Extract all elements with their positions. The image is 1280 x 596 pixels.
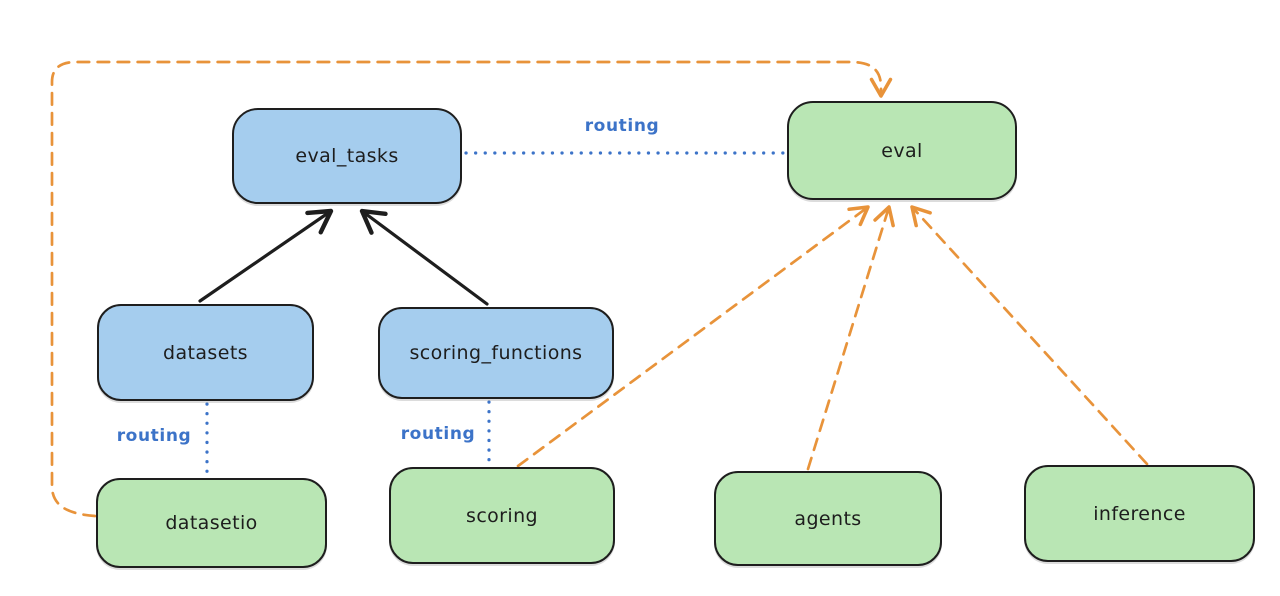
edge-agents-to-eval bbox=[806, 205, 895, 471]
node-eval: eval bbox=[787, 101, 1017, 200]
node-eval-tasks: eval_tasks bbox=[232, 108, 462, 204]
node-scoring-functions-label: scoring_functions bbox=[409, 342, 583, 364]
node-inference: inference bbox=[1024, 465, 1255, 562]
node-scoring-label: scoring bbox=[466, 504, 538, 527]
edge-label-routing-eval-tasks-eval: routing bbox=[584, 116, 660, 136]
node-inference-label: inference bbox=[1093, 502, 1186, 525]
node-datasets-label: datasets bbox=[163, 341, 248, 364]
edge-datasetio-to-eval bbox=[50, 60, 893, 518]
edge-scoring-functions-to-eval-tasks bbox=[359, 208, 489, 306]
node-scoring: scoring bbox=[389, 467, 615, 564]
node-eval-label: eval bbox=[881, 139, 923, 162]
edge-datasets-to-eval-tasks bbox=[198, 208, 334, 303]
node-scoring-functions: scoring_functions bbox=[378, 307, 614, 399]
node-agents-label: agents bbox=[794, 507, 862, 530]
node-agents: agents bbox=[714, 471, 942, 566]
edge-label-routing-datasets-datasetio: routing bbox=[116, 426, 192, 446]
node-datasets: datasets bbox=[97, 304, 314, 401]
node-eval-tasks-label: eval_tasks bbox=[295, 145, 399, 167]
node-datasetio-label: datasetio bbox=[165, 512, 258, 534]
edge-label-routing-scoring-functions-scoring: routing bbox=[400, 424, 476, 444]
node-datasetio: datasetio bbox=[96, 478, 327, 568]
edge-inference-to-eval bbox=[910, 205, 1149, 466]
